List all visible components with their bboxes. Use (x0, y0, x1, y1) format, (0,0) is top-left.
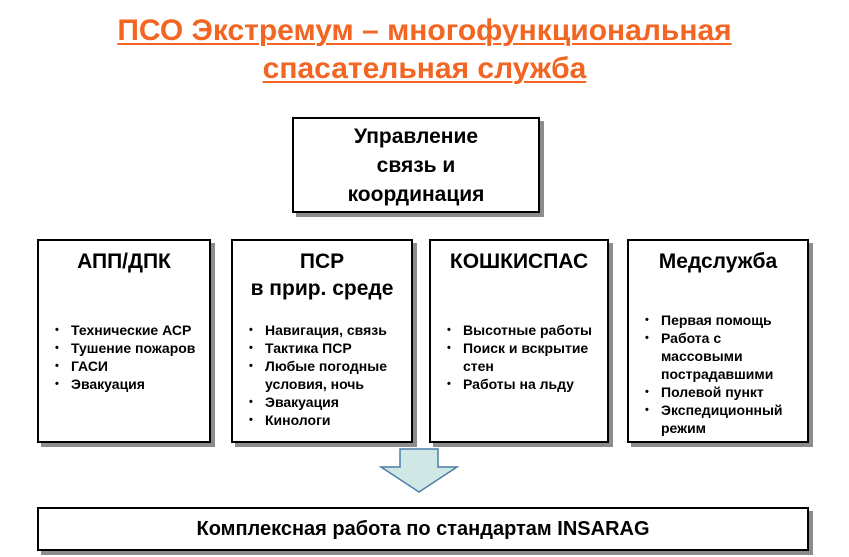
list-item: Эвакуация (55, 375, 201, 393)
list-item: Любые погодные условия, ночь (249, 357, 397, 393)
unit-title-line: АПП/ДПК (77, 250, 171, 273)
insarag-label: Комплексная работа по стандартам INSARAG (196, 517, 650, 540)
unit-title-line: ПСР (299, 250, 345, 273)
unit-title-line: Медслужба (658, 250, 778, 273)
unit-task-list: Высотные работы Поиск и вскрытие стен Ра… (431, 321, 607, 393)
unit-task-list: Первая помощь Работа с массовыми пострад… (629, 311, 807, 437)
down-arrow-icon (378, 448, 460, 493)
list-item: Первая помощь (645, 311, 783, 329)
management-line-3: координация (347, 182, 485, 206)
list-item: ГАСИ (55, 357, 201, 375)
list-item: Полевой пункт (645, 383, 783, 401)
unit-box-psr: ПСР в прир. среде Навигация, связь Такти… (231, 239, 413, 443)
management-box: Управление связь и координация (292, 117, 540, 213)
page-title: ПСО Экстремум – многофункциональная спас… (0, 12, 849, 88)
down-arrow-shape (378, 448, 460, 493)
title-line-2: спасательная служба (262, 52, 587, 85)
list-item: Высотные работы (447, 321, 599, 339)
list-item: Навигация, связь (249, 321, 397, 339)
unit-title: АПП/ДПК (39, 248, 209, 275)
unit-title: КОШКИСПАС (431, 248, 607, 275)
management-line-1: Управление (353, 124, 479, 148)
insarag-box: Комплексная работа по стандартам INSARAG (37, 507, 809, 551)
list-item: Поиск и вскрытие стен (447, 339, 599, 375)
unit-title: Медслужба (629, 248, 807, 275)
unit-title: ПСР в прир. среде (233, 248, 411, 302)
title-line-1: ПСО Экстремум – многофункциональная (117, 14, 732, 47)
list-item: Тушение пожаров (55, 339, 201, 357)
management-line-2: связь и (376, 153, 456, 177)
list-item: Экспедиционный режим (645, 401, 783, 437)
list-item: Работы на льду (447, 375, 599, 393)
list-item: Кинологи (249, 411, 397, 429)
unit-task-list: Технические АСР Тушение пожаров ГАСИ Эва… (39, 321, 209, 393)
unit-box-koshkispas: КОШКИСПАС Высотные работы Поиск и вскрыт… (429, 239, 609, 443)
unit-box-app-dpk: АПП/ДПК Технические АСР Тушение пожаров … (37, 239, 211, 443)
unit-box-medical: Медслужба Первая помощь Работа с массовы… (627, 239, 809, 443)
list-item: Эвакуация (249, 393, 397, 411)
list-item: Технические АСР (55, 321, 201, 339)
unit-task-list: Навигация, связь Тактика ПСР Любые погод… (233, 321, 411, 429)
unit-title-line: в прир. среде (250, 277, 394, 300)
list-item: Работа с массовыми пострадавшими (645, 329, 783, 383)
unit-title-line: КОШКИСПАС (449, 250, 589, 273)
list-item: Тактика ПСР (249, 339, 397, 357)
